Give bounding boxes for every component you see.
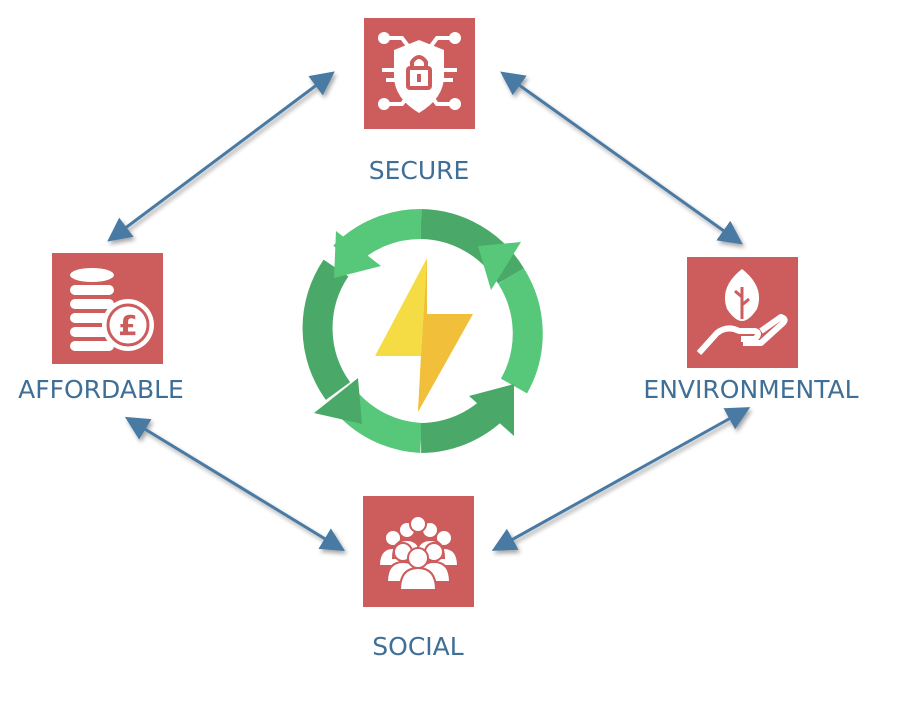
svg-text:£: £ (118, 309, 137, 342)
arrow-secure-environmental (500, 71, 743, 245)
environmental-box (687, 257, 798, 368)
coins-pound-icon: £ (70, 268, 154, 351)
people-group-icon (377, 515, 460, 591)
affordable-label: AFFORDABLE (18, 375, 184, 404)
affordable-box: £ (52, 253, 163, 364)
arrow-environmental-social (491, 407, 751, 551)
social-label: SOCIAL (372, 632, 464, 661)
environmental-label: ENVIRONMENTAL (643, 375, 859, 404)
social-box (363, 496, 474, 607)
arrow-secure-affordable (107, 71, 335, 242)
shield-lock-circuit-icon (378, 32, 461, 113)
renewable-energy-cycle-icon (302, 208, 543, 453)
arrow-affordable-social (124, 416, 346, 552)
hand-leaf-icon (696, 269, 788, 356)
secure-box (364, 18, 475, 129)
secure-label: SECURE (368, 156, 470, 185)
